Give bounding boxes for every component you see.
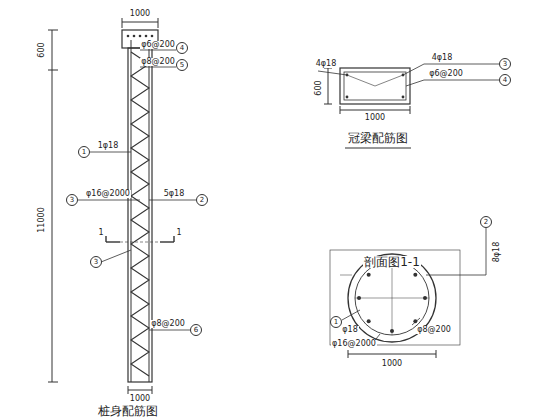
- callout-circle: 1: [78, 146, 90, 158]
- dimension-label: φ18: [341, 326, 358, 334]
- beam-bars: [346, 74, 405, 99]
- dimension-label: φ8@200: [140, 58, 176, 66]
- pile-body: [128, 48, 152, 382]
- dimension-line: [348, 354, 436, 355]
- leader-lines: [318, 64, 499, 86]
- section-frame: [330, 250, 460, 345]
- callout-circle: 2: [480, 216, 492, 228]
- callout-circle: 3: [499, 58, 511, 70]
- dimension-line: [340, 110, 410, 111]
- beam-stirrup: [344, 72, 406, 100]
- callout-circle: 4: [176, 42, 188, 54]
- section-mark: [106, 236, 174, 242]
- main-bar: [149, 40, 150, 382]
- callout-number: 2: [200, 197, 204, 204]
- dimension-label: 5φ18: [163, 190, 186, 198]
- leader-lines: [78, 50, 196, 330]
- spiral-stirrup: [131, 52, 149, 376]
- callout-number: 2: [484, 219, 488, 226]
- dimension-label: φ8@200: [150, 320, 186, 328]
- dimension-label: 600: [315, 79, 323, 96]
- dimension-label: 1000: [381, 360, 403, 368]
- dimension-line: [122, 22, 158, 23]
- callout-number: 4: [503, 77, 507, 84]
- drawing-title: 冠梁配筋图: [347, 132, 409, 144]
- callout-number: 3: [503, 61, 507, 68]
- callout-circle: 3: [66, 194, 78, 206]
- dimension-label: 8φ18: [493, 241, 501, 264]
- callout-number: 4: [180, 45, 184, 52]
- callout-circle: 3: [90, 256, 102, 268]
- dimension-label: 4φ18: [431, 54, 454, 62]
- dimension-line: [52, 30, 53, 382]
- dimension-label: 600: [38, 41, 46, 58]
- callout-number: 1: [334, 319, 338, 326]
- dimension-label: 11000: [38, 206, 46, 233]
- callout-circle: 2: [196, 194, 208, 206]
- callout-number: 3: [70, 197, 74, 204]
- dimension-label: φ16@2000: [331, 340, 377, 348]
- drawing-title: 剖面图1-1: [363, 256, 421, 268]
- dimension-label: 4φ18: [315, 60, 338, 68]
- dimension-label: 1φ18: [97, 142, 120, 150]
- callout-circle: 6: [190, 324, 202, 336]
- callout-circle: 4: [499, 74, 511, 86]
- callout-number: 3: [94, 259, 98, 266]
- dimension-label: φ8@200: [416, 326, 452, 334]
- drawing-title: 桩身配筋图: [97, 405, 159, 417]
- spiral-section: [355, 261, 429, 335]
- dimension-label: φ6@200: [140, 41, 176, 49]
- callout-circle: 5: [176, 59, 188, 71]
- crown-beam: [340, 68, 410, 104]
- cap-bars: [127, 35, 154, 38]
- main-bar: [131, 40, 132, 382]
- dimension-label: 1000: [129, 10, 151, 18]
- title-underline: [345, 147, 411, 148]
- callout-circle: 1: [330, 316, 342, 328]
- dimension-label: 1: [175, 229, 182, 237]
- dimension-label: φ16@2000: [85, 190, 131, 198]
- dimension-label: 1000: [129, 395, 151, 403]
- callout-number: 5: [180, 62, 184, 69]
- callout-number: 1: [82, 149, 86, 156]
- dimension-line: [128, 390, 152, 391]
- dimension-label: 1: [97, 229, 104, 237]
- dimension-label: 1000: [364, 114, 386, 122]
- dimension-label: φ6@200: [428, 70, 464, 78]
- dimension-line: [328, 68, 329, 104]
- leader-lines: [342, 228, 486, 344]
- callout-number: 6: [194, 327, 198, 334]
